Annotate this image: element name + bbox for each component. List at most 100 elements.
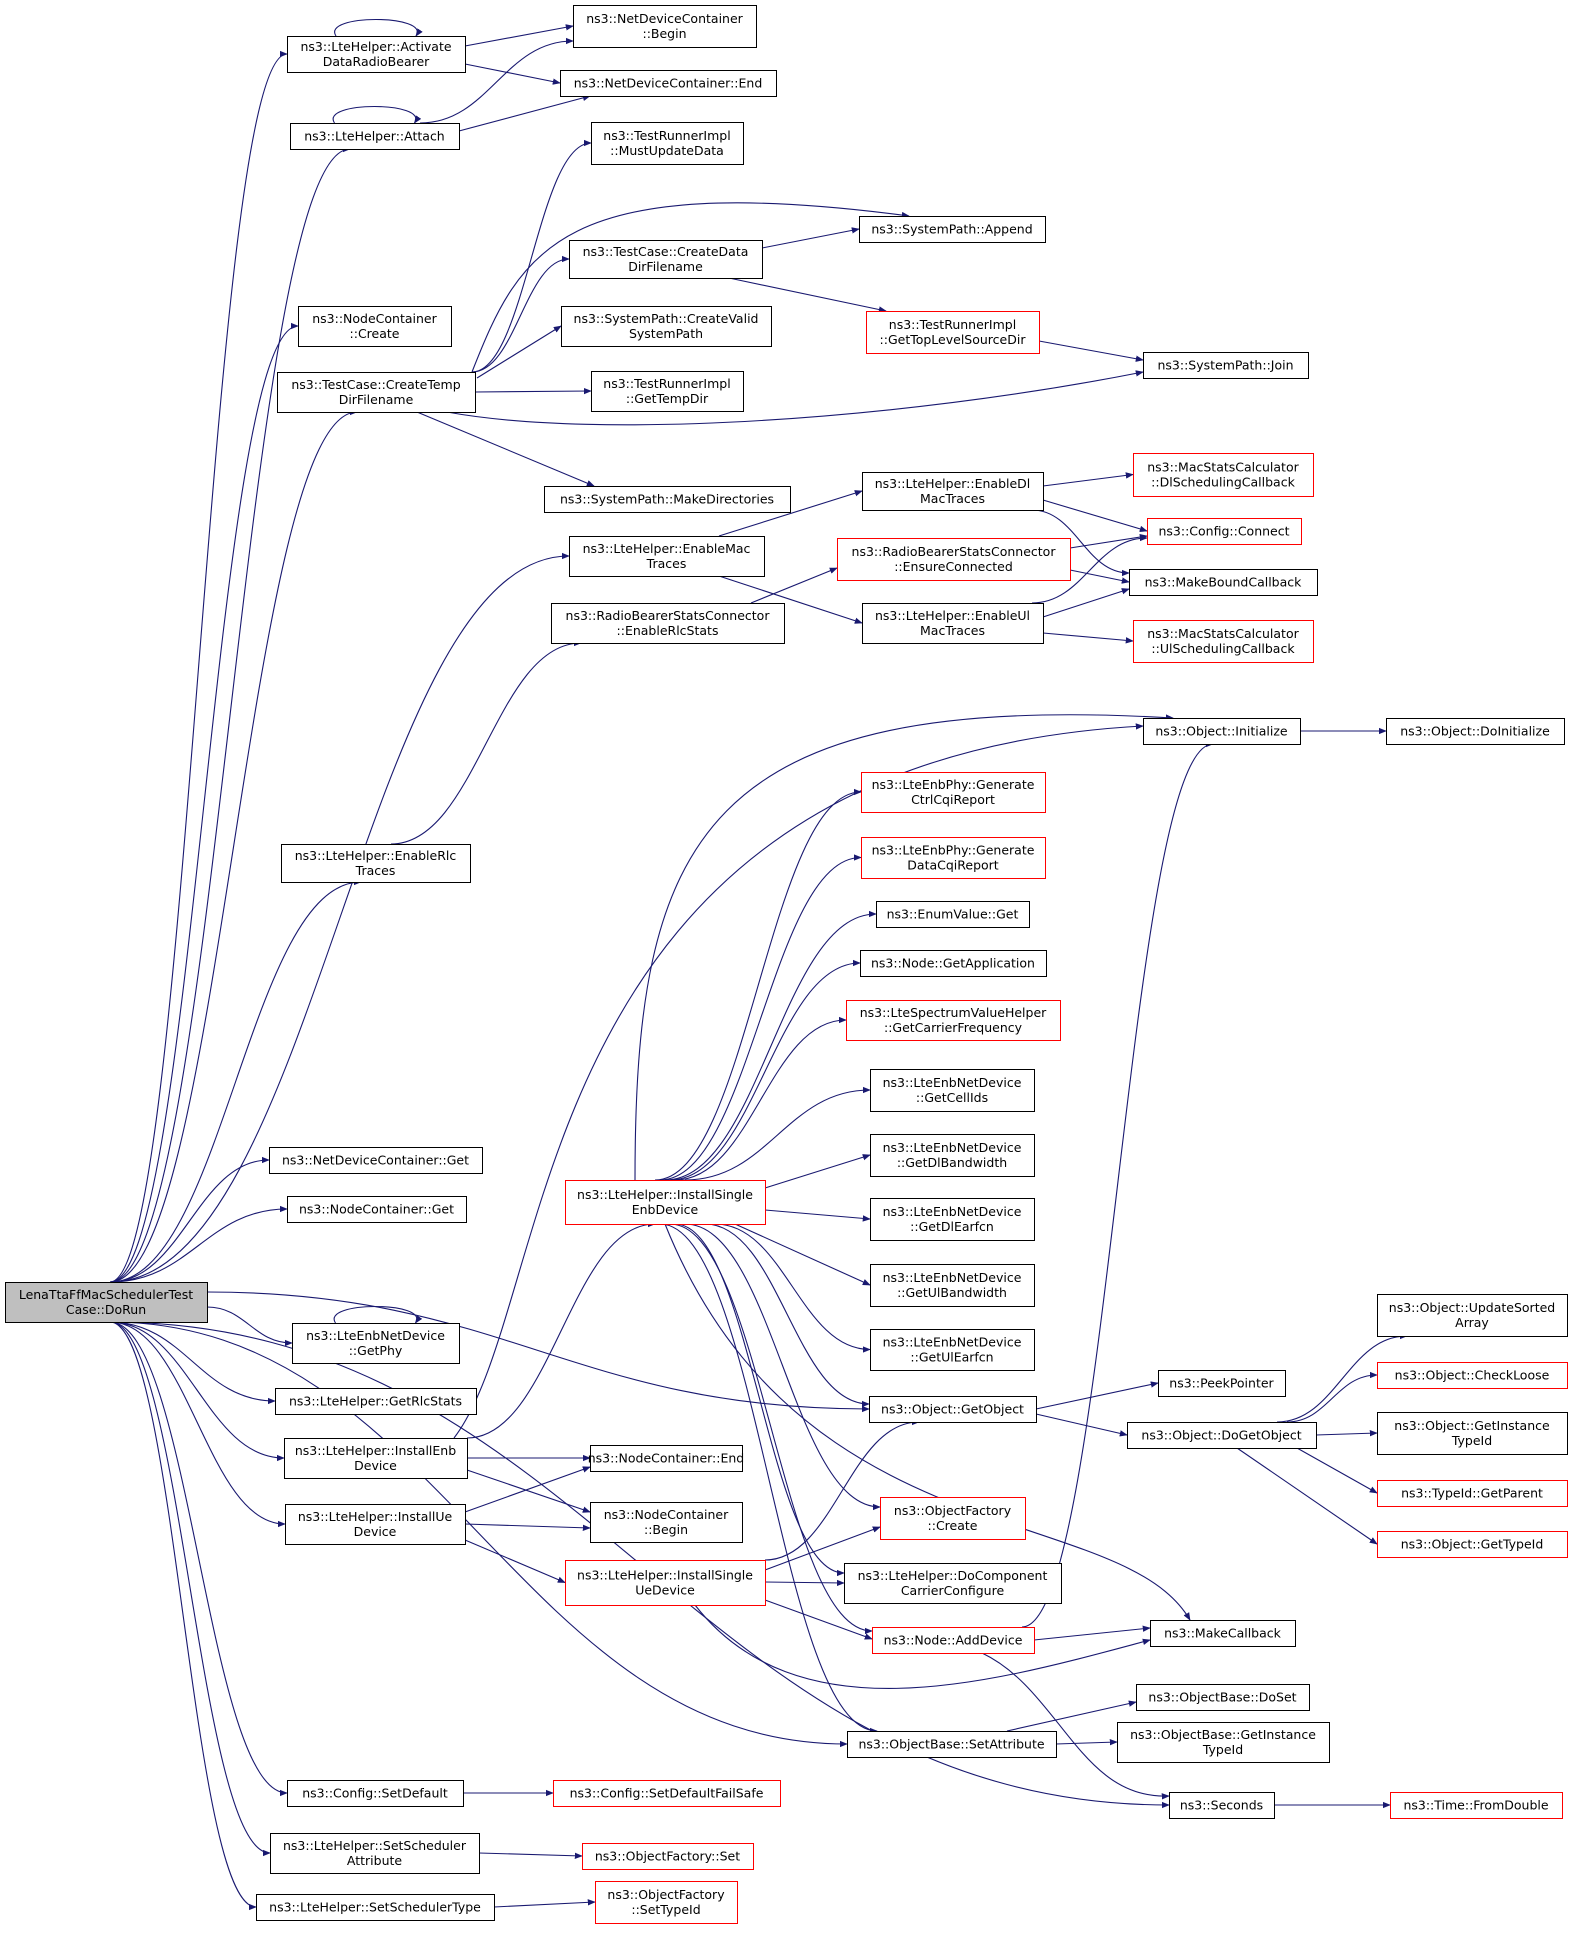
node-label-line2: ::GetCellIds bbox=[916, 1090, 988, 1105]
node-ndcEnd[interactable]: ns3::NetDeviceContainer::End bbox=[560, 70, 777, 97]
node-cfgSetDefault[interactable]: ns3::Config::SetDefault bbox=[287, 1780, 464, 1807]
node-seconds[interactable]: ns3::Seconds bbox=[1169, 1792, 1275, 1819]
node-box bbox=[1150, 1620, 1296, 1647]
node-checkLoose[interactable]: ns3::Object::CheckLoose bbox=[1377, 1362, 1568, 1389]
node-doGetObject[interactable]: ns3::Object::DoGetObject bbox=[1127, 1422, 1317, 1449]
node-getPhy[interactable]: ns3::LteEnbNetDevice::GetPhy bbox=[292, 1323, 460, 1364]
node-getRlcStats[interactable]: ns3::LteHelper::GetRlcStats bbox=[275, 1388, 477, 1415]
edge-isu-getobject bbox=[764, 1418, 920, 1561]
node-enumGet[interactable]: ns3::EnumValue::Get bbox=[876, 901, 1030, 928]
node-doInit[interactable]: ns3::Object::DoInitialize bbox=[1386, 718, 1565, 745]
node-dlEarfcn[interactable]: ns3::LteEnbNetDevice::GetDlEarfcn bbox=[870, 1198, 1035, 1241]
node-ncCreate[interactable]: ns3::NodeContainer::Create bbox=[298, 306, 452, 347]
node-dlBw[interactable]: ns3::LteEnbNetDevice::GetDlBandwidth bbox=[870, 1134, 1035, 1177]
node-ncGet[interactable]: ns3::NodeContainer::Get bbox=[287, 1196, 467, 1223]
node-tempDir[interactable]: ns3::TestRunnerImpl::GetTempDir bbox=[591, 371, 744, 412]
node-ofSet[interactable]: ns3::ObjectFactory::Set bbox=[582, 1843, 754, 1870]
node-ofCreate[interactable]: ns3::ObjectFactory::Create bbox=[880, 1497, 1026, 1540]
edge-root-activate bbox=[109, 50, 288, 1283]
node-label-line1: ns3::LteSpectrumValueHelper bbox=[860, 1005, 1047, 1020]
node-getParent[interactable]: ns3::TypeId::GetParent bbox=[1377, 1480, 1568, 1507]
node-dlSched[interactable]: ns3::MacStatsCalculator::DlSchedulingCal… bbox=[1133, 453, 1314, 497]
node-setAttr[interactable]: ns3::ObjectBase::SetAttribute bbox=[847, 1731, 1057, 1758]
node-box bbox=[846, 1000, 1061, 1041]
edge-toplevel-join bbox=[1038, 340, 1144, 362]
node-cellIds[interactable]: ns3::LteEnbNetDevice::GetCellIds bbox=[870, 1069, 1035, 1112]
node-doComp[interactable]: ns3::LteHelper::DoComponentCarrierConfig… bbox=[844, 1563, 1062, 1604]
node-ndcBegin[interactable]: ns3::NetDeviceContainer::Begin bbox=[573, 5, 757, 48]
node-topLevel[interactable]: ns3::TestRunnerImpl::GetTopLevelSourceDi… bbox=[866, 311, 1040, 354]
node-makeBound[interactable]: ns3::MakeBoundCallback bbox=[1129, 569, 1318, 596]
node-ofSetTypeId[interactable]: ns3::ObjectFactory::SetTypeId bbox=[595, 1881, 738, 1924]
node-box bbox=[270, 1833, 480, 1874]
node-getTypeId[interactable]: ns3::Object::GetTypeId bbox=[1377, 1531, 1568, 1558]
node-ulSched[interactable]: ns3::MacStatsCalculator::UlSchedulingCal… bbox=[1133, 620, 1314, 663]
edge-ise-objinit bbox=[634, 714, 1174, 1181]
node-ulBw[interactable]: ns3::LteEnbNetDevice::GetUlBandwidth bbox=[870, 1264, 1035, 1307]
node-cfgConnect[interactable]: ns3::Config::Connect bbox=[1147, 518, 1302, 545]
node-label-line2: DirFilename bbox=[339, 392, 414, 407]
edge-ise-dlbw bbox=[764, 1154, 871, 1189]
edge-root-schedtype bbox=[109, 1321, 257, 1911]
node-makeCb[interactable]: ns3::MakeCallback bbox=[1150, 1620, 1296, 1647]
node-objInit[interactable]: ns3::Object::Initialize bbox=[1143, 718, 1301, 745]
node-fromDouble[interactable]: ns3::Time::FromDouble bbox=[1390, 1792, 1563, 1819]
node-peekPtr[interactable]: ns3::PeekPointer bbox=[1158, 1370, 1286, 1397]
node-ulEarfcn[interactable]: ns3::LteEnbNetDevice::GetUlEarfcn bbox=[870, 1329, 1035, 1371]
node-join[interactable]: ns3::SystemPath::Join bbox=[1143, 352, 1309, 379]
node-schedType[interactable]: ns3::LteHelper::SetSchedulerType bbox=[256, 1894, 495, 1921]
node-doSet[interactable]: ns3::ObjectBase::DoSet bbox=[1136, 1684, 1310, 1711]
node-box bbox=[565, 1560, 766, 1606]
node-enableRlcStats[interactable]: ns3::RadioBearerStatsConnector::EnableRl… bbox=[551, 603, 785, 644]
node-getObject[interactable]: ns3::Object::GetObject bbox=[869, 1396, 1037, 1423]
node-ensureConn[interactable]: ns3::RadioBearerStatsConnector::EnsureCo… bbox=[837, 538, 1071, 581]
node-makeDirs[interactable]: ns3::SystemPath::MakeDirectories bbox=[544, 486, 791, 513]
node-label-line2: ::EnsureConnected bbox=[894, 559, 1013, 574]
node-carrierFreq[interactable]: ns3::LteSpectrumValueHelper::GetCarrierF… bbox=[846, 1000, 1061, 1041]
node-ncEnd[interactable]: ns3::NodeContainer::End bbox=[588, 1445, 744, 1472]
node-label-line2: CarrierConfigure bbox=[901, 1583, 1005, 1598]
node-box bbox=[880, 1497, 1026, 1540]
node-label-line1: ns3::LteHelper::InstallEnb bbox=[295, 1443, 456, 1458]
node-getApp[interactable]: ns3::Node::GetApplication bbox=[860, 950, 1047, 977]
node-append[interactable]: ns3::SystemPath::Append bbox=[859, 216, 1046, 243]
node-label-line2: Array bbox=[1455, 1315, 1489, 1330]
node-label-line1: ns3::SystemPath::MakeDirectories bbox=[560, 492, 774, 507]
node-box bbox=[287, 36, 466, 73]
node-box bbox=[1377, 1480, 1568, 1507]
node-mustUpdate[interactable]: ns3::TestRunnerImpl::MustUpdateData bbox=[591, 122, 744, 165]
node-ndcGet[interactable]: ns3::NetDeviceContainer::Get bbox=[269, 1147, 483, 1174]
edge-attach-ndcend bbox=[458, 94, 591, 132]
node-box bbox=[1143, 718, 1301, 745]
node-label-line1: ns3::NetDeviceContainer bbox=[586, 11, 743, 26]
edge-enableul-ulsched bbox=[1042, 632, 1134, 644]
node-attach[interactable]: ns3::LteHelper::Attach bbox=[290, 123, 460, 150]
node-addDevice[interactable]: ns3::Node::AddDevice bbox=[872, 1627, 1035, 1654]
node-ncBegin[interactable]: ns3::NodeContainer::Begin bbox=[590, 1502, 743, 1543]
node-label-line2: ::GetDlBandwidth bbox=[897, 1155, 1007, 1170]
node-failSafe[interactable]: ns3::Config::SetDefaultFailSafe bbox=[553, 1780, 781, 1807]
node-box bbox=[561, 306, 772, 347]
edge-installenb-objinit bbox=[453, 723, 1144, 1439]
node-label-line2: ::GetCarrierFrequency bbox=[884, 1020, 1023, 1035]
node-label-line1: ns3::Object::DoInitialize bbox=[1400, 724, 1550, 739]
